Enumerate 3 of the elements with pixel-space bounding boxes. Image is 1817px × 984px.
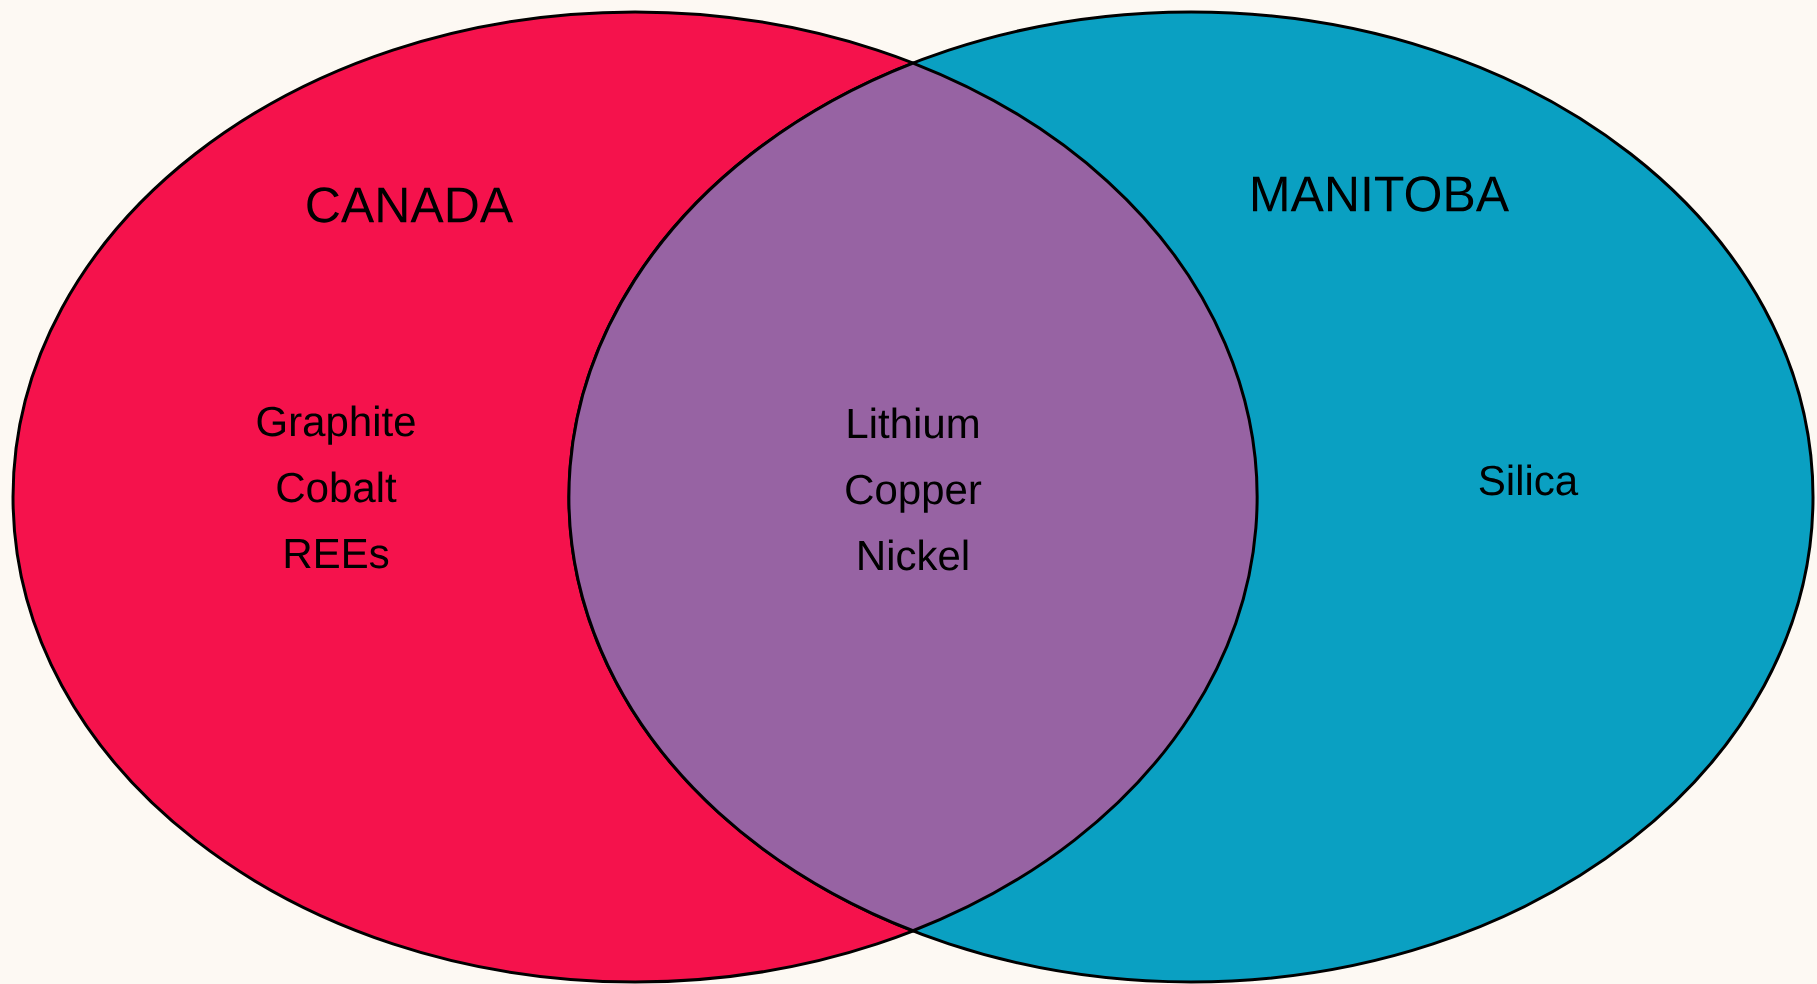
circle-title: CANADA bbox=[307, 187, 514, 223]
item-list: Graphite Cobalt REEs bbox=[257, 405, 415, 569]
item-list: Silica bbox=[1479, 464, 1579, 496]
